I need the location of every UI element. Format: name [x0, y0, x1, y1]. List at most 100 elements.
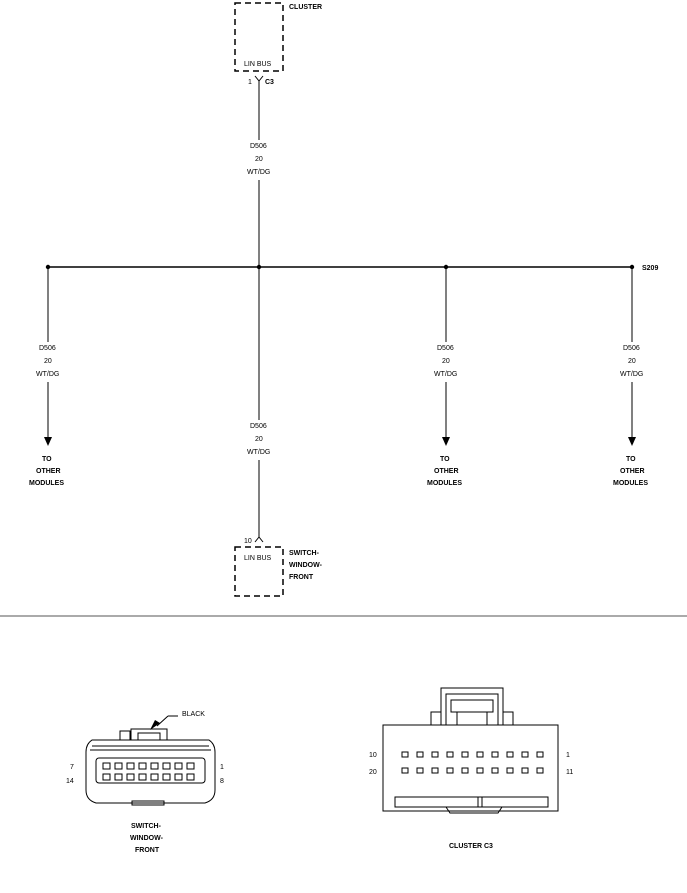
pin-cavity — [431, 767, 439, 774]
pin-number-label: 14 — [66, 778, 74, 785]
wire-gauge-label: 20 — [255, 156, 263, 163]
connector-key — [131, 800, 165, 806]
connector-cavity-block — [95, 757, 206, 784]
pin-cavity — [401, 767, 409, 774]
cluster-module: CLUSTER LIN BUS 1 C3 — [234, 2, 322, 86]
pin-cavity — [446, 751, 454, 758]
connector-latch — [456, 711, 488, 726]
arrow-down-icon — [44, 437, 52, 446]
wire-circuit-label: D506 — [250, 143, 267, 150]
pin-cavity — [506, 751, 514, 758]
wire-circuit-label: D506 — [250, 423, 267, 430]
pin-cavity — [138, 762, 147, 770]
switch-connector-view: BLACK 7 14 1 8 SWITCH- WINDOW- FRON — [66, 711, 224, 854]
pin-cavity — [126, 762, 135, 770]
wire-color-label: WT/DG — [247, 169, 270, 176]
pin-number-label: 7 — [70, 764, 74, 771]
connector-latch — [119, 730, 131, 741]
wire-gauge-label: 20 — [628, 358, 636, 365]
switch-pin-label: LIN BUS — [244, 555, 272, 562]
switch-terminal-symbol — [254, 536, 264, 543]
pin-cavity — [461, 767, 469, 774]
connector-latch — [137, 732, 161, 741]
cluster-module-box — [234, 2, 284, 72]
wire-color-label: WT/DG — [620, 371, 643, 378]
pin-number-label: 8 — [220, 778, 224, 785]
switch-module-name-line: FRONT — [289, 574, 314, 581]
pin-cavity — [461, 751, 469, 758]
switch-module-name-line: WINDOW- — [289, 562, 323, 569]
switch-module-name-line: SWITCH- — [289, 550, 320, 557]
pin-cavity — [521, 767, 529, 774]
wire-color-label: WT/DG — [36, 371, 59, 378]
pin-cavity — [150, 773, 159, 781]
wire-gauge-label: 20 — [44, 358, 52, 365]
pin-number-label: 10 — [369, 752, 377, 759]
pin-cavities-row — [401, 767, 544, 774]
destination-line: OTHER — [620, 468, 645, 475]
pin-cavity — [431, 751, 439, 758]
pin-number-label: 1 — [566, 752, 570, 759]
tag-leader-line — [156, 715, 169, 727]
wire-color-label: WT/DG — [434, 371, 457, 378]
splice-name: S209 — [642, 265, 658, 272]
pin-cavity — [102, 773, 111, 781]
wire-gauge-label: 20 — [442, 358, 450, 365]
pin-cavity — [416, 751, 424, 758]
destination-line: MODULES — [29, 480, 64, 487]
pin-cavity — [186, 762, 195, 770]
destination-line: TO — [440, 456, 450, 463]
connector-latch — [450, 699, 494, 713]
cluster-connector-view: 10 20 1 11 CLUSTER C3 — [369, 687, 573, 850]
pin-cavity — [491, 767, 499, 774]
branch-to-other-modules: D506 20 WT/DG TO OTHER MODULES — [29, 267, 64, 487]
connector-color-tag: BLACK — [182, 711, 205, 718]
pin-cavity — [150, 762, 159, 770]
wire-circuit-label: D506 — [437, 345, 454, 352]
wire-circuit-label: D506 — [39, 345, 56, 352]
connector-key — [445, 806, 503, 814]
pin-cavity — [162, 773, 171, 781]
pin-cavity — [491, 751, 499, 758]
pin-cavities-row — [401, 751, 544, 758]
arrow-down-icon — [442, 437, 450, 446]
pin-cavity — [401, 751, 409, 758]
destination-line: OTHER — [434, 468, 459, 475]
pin-number-label: 20 — [369, 769, 377, 776]
cluster-module-name: CLUSTER — [289, 4, 322, 11]
connector-caption: CLUSTER C3 — [449, 843, 493, 850]
pin-cavity — [476, 767, 484, 774]
connector-skirt — [394, 796, 549, 808]
pin-cavity — [536, 767, 544, 774]
tag-arrow-icon — [150, 720, 160, 730]
pin-cavity — [174, 773, 183, 781]
destination-line: MODULES — [427, 480, 462, 487]
cluster-terminal-symbol — [254, 75, 264, 82]
destination-line: OTHER — [36, 468, 61, 475]
destination-line: TO — [42, 456, 52, 463]
pin-cavity — [138, 773, 147, 781]
cluster-pin-number: 1 — [248, 79, 252, 86]
connector-latch — [130, 728, 168, 741]
pin-number-label: 11 — [566, 769, 573, 776]
pin-cavity — [446, 767, 454, 774]
cluster-connector-id: C3 — [265, 79, 274, 86]
switch-module: LIN BUS SWITCH- WINDOW- FRONT — [234, 546, 323, 597]
branch-to-other-modules: D506 20 WT/DG TO OTHER MODULES — [613, 267, 648, 487]
destination-line: TO — [626, 456, 636, 463]
pin-cavities-row — [102, 773, 195, 781]
destination-line: MODULES — [613, 480, 648, 487]
pin-cavity — [162, 762, 171, 770]
cluster-pin-label: LIN BUS — [244, 61, 272, 68]
connector-latch-side — [430, 711, 442, 726]
connector-caption-line: FRONT — [135, 847, 160, 854]
connector-housing — [85, 739, 216, 804]
pin-cavity — [114, 762, 123, 770]
wire-gauge-label: 20 — [255, 436, 263, 443]
pin-number-label: 1 — [220, 764, 224, 771]
pin-cavity — [536, 751, 544, 758]
connector-latch — [445, 693, 499, 726]
pin-cavity — [102, 762, 111, 770]
wire-color-label: WT/DG — [247, 449, 270, 456]
